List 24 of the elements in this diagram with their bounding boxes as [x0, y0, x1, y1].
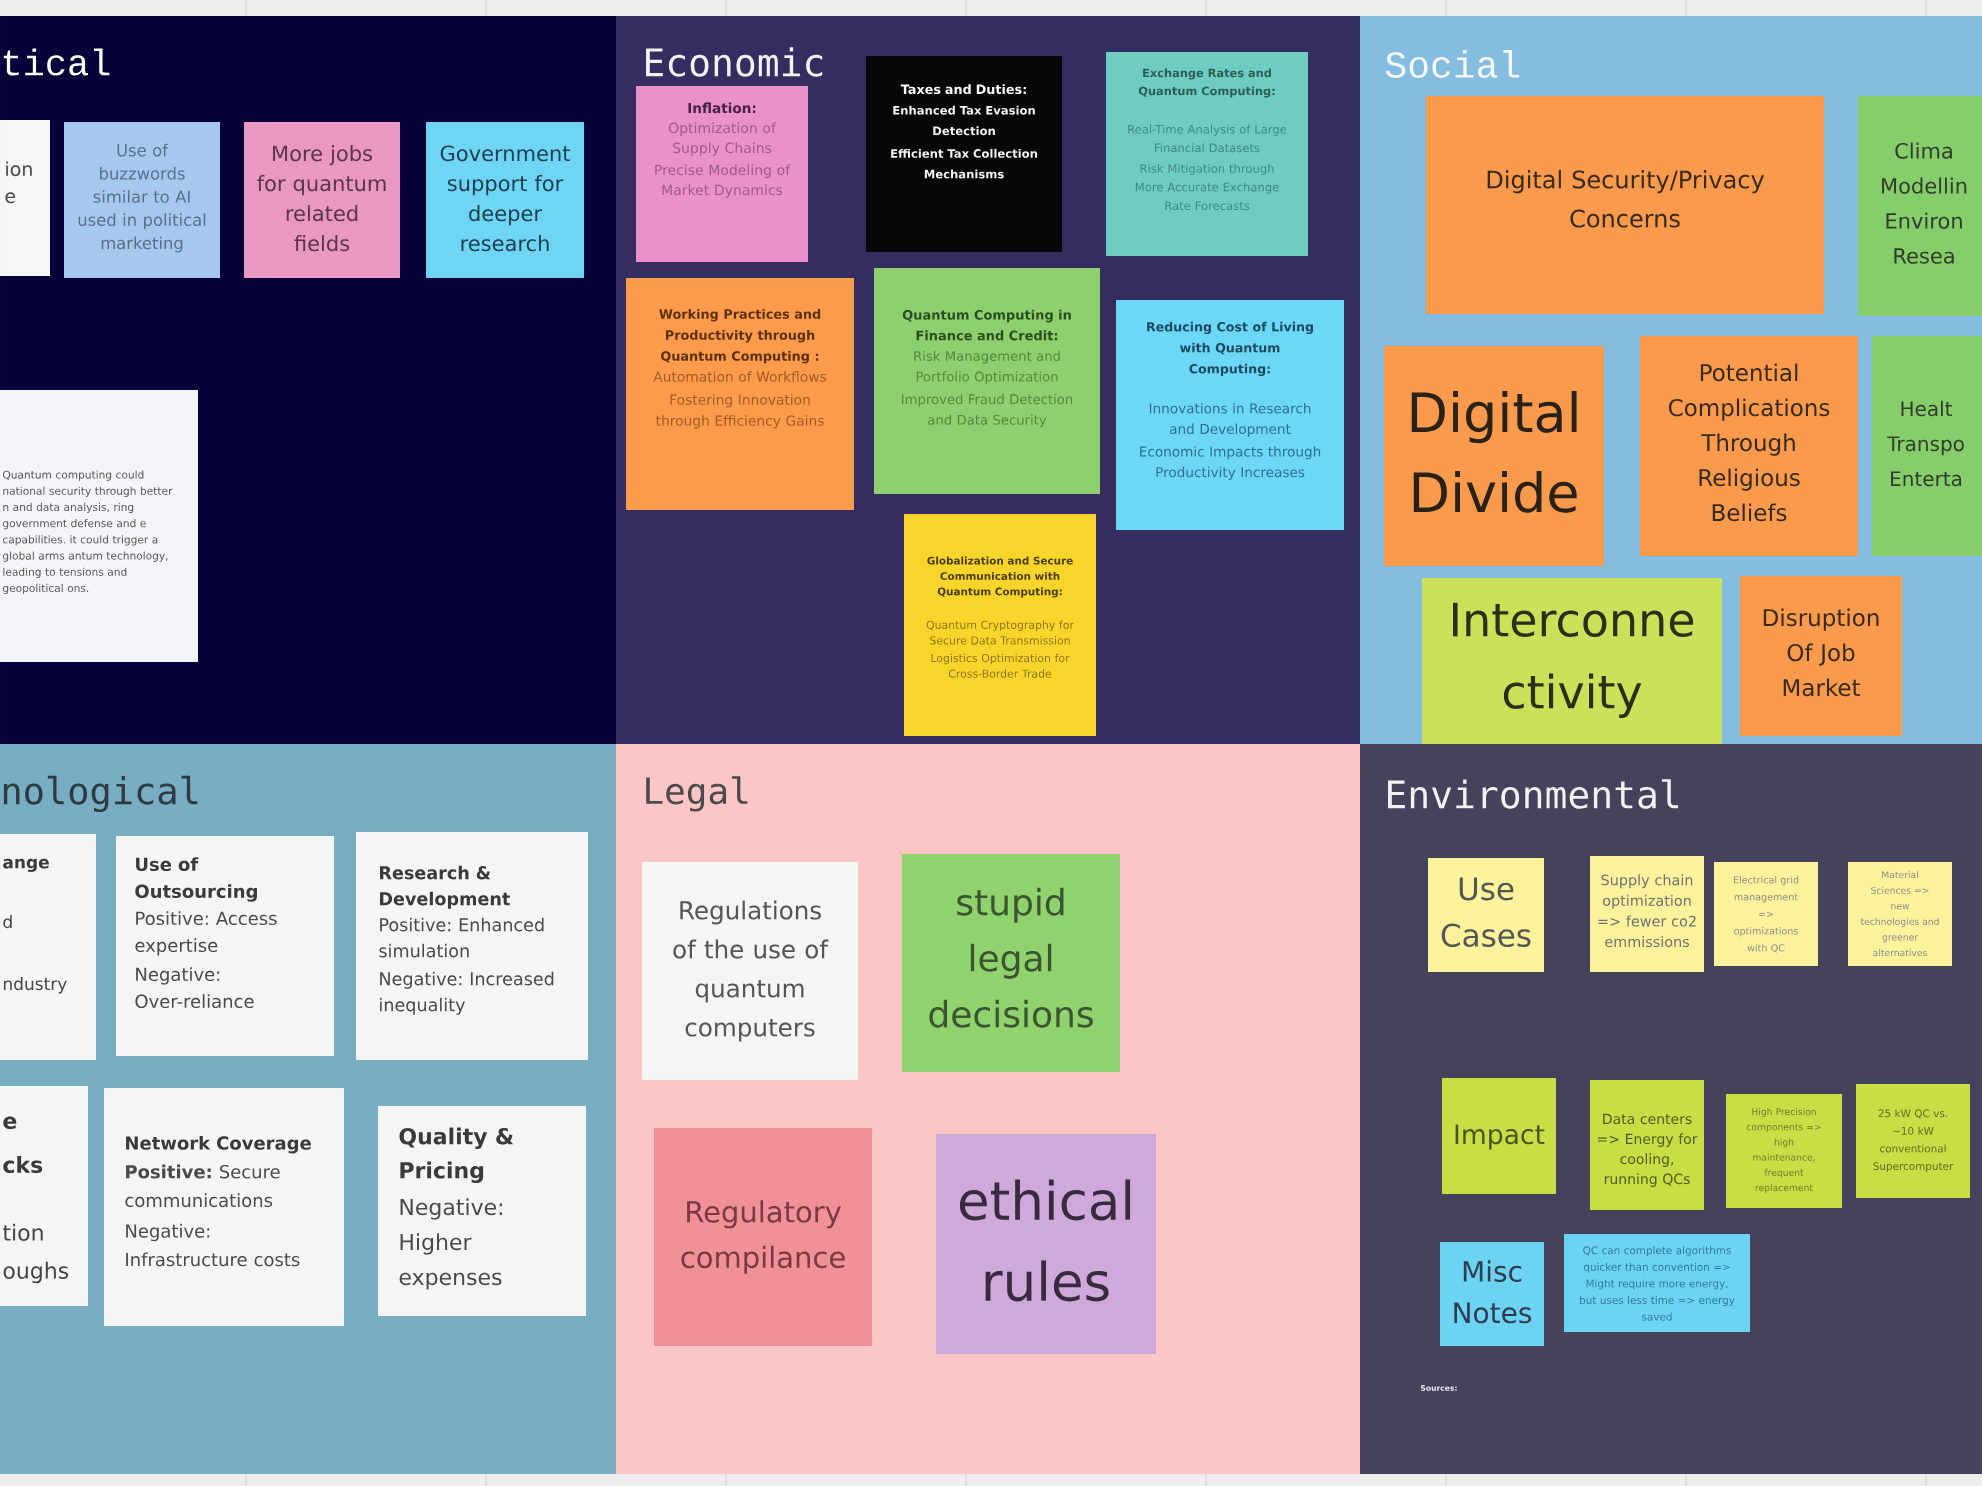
sticky-note: Regulations of the use of quantum computers [642, 861, 858, 1080]
sticky-note: ethical rules [936, 1133, 1156, 1354]
sticky-note: Clima Modellin Environ Resea [1858, 95, 1982, 316]
sticky-note: Misc Notes [1440, 1241, 1544, 1346]
sticky-note: Regulatory compilance [654, 1127, 872, 1346]
sticky-note: Use of Outsourcing Positive: Access expertise Negative: Over-reliance [116, 835, 334, 1056]
sticky-note: Potential Complications Through Religious Beliefs [1640, 335, 1858, 556]
sticky-note: Digital Security/Privacy Concerns [1426, 95, 1824, 314]
sticky-note: Digital Divide [1384, 345, 1604, 566]
sticky-note: Disruption Of Job Market [1740, 575, 1902, 736]
sticky-note: Use of buzzwords similar to AI used in political marketing [64, 121, 220, 278]
sticky-note: stupid legal decisions [902, 853, 1120, 1072]
sticky-note: Use Cases [1428, 857, 1544, 972]
sticky-note: ion e [0, 119, 50, 276]
sticky-note: Network Coverage Positive: Secure communications Negative: Infrastructure costs [104, 1087, 344, 1326]
sticky-note: Healt Transpo Enterta [1872, 335, 1982, 556]
sticky-note: Impact [1442, 1077, 1556, 1194]
sticky-note: Interconne ctivity [1422, 577, 1722, 744]
sticky-note: More jobs for quantum related fields [244, 121, 400, 278]
sticky-note: Quality & Pricing Negative: Higher expenses [378, 1105, 586, 1316]
sticky-note: e cks tion oughs [0, 1085, 88, 1306]
sticky-note: Government support for deeper research [426, 121, 584, 278]
sticky-note: Research & Development Positive: Enhanced simulation Negative: Increased inequality [356, 831, 588, 1060]
sticky-note: ange d ndustry [0, 833, 96, 1060]
